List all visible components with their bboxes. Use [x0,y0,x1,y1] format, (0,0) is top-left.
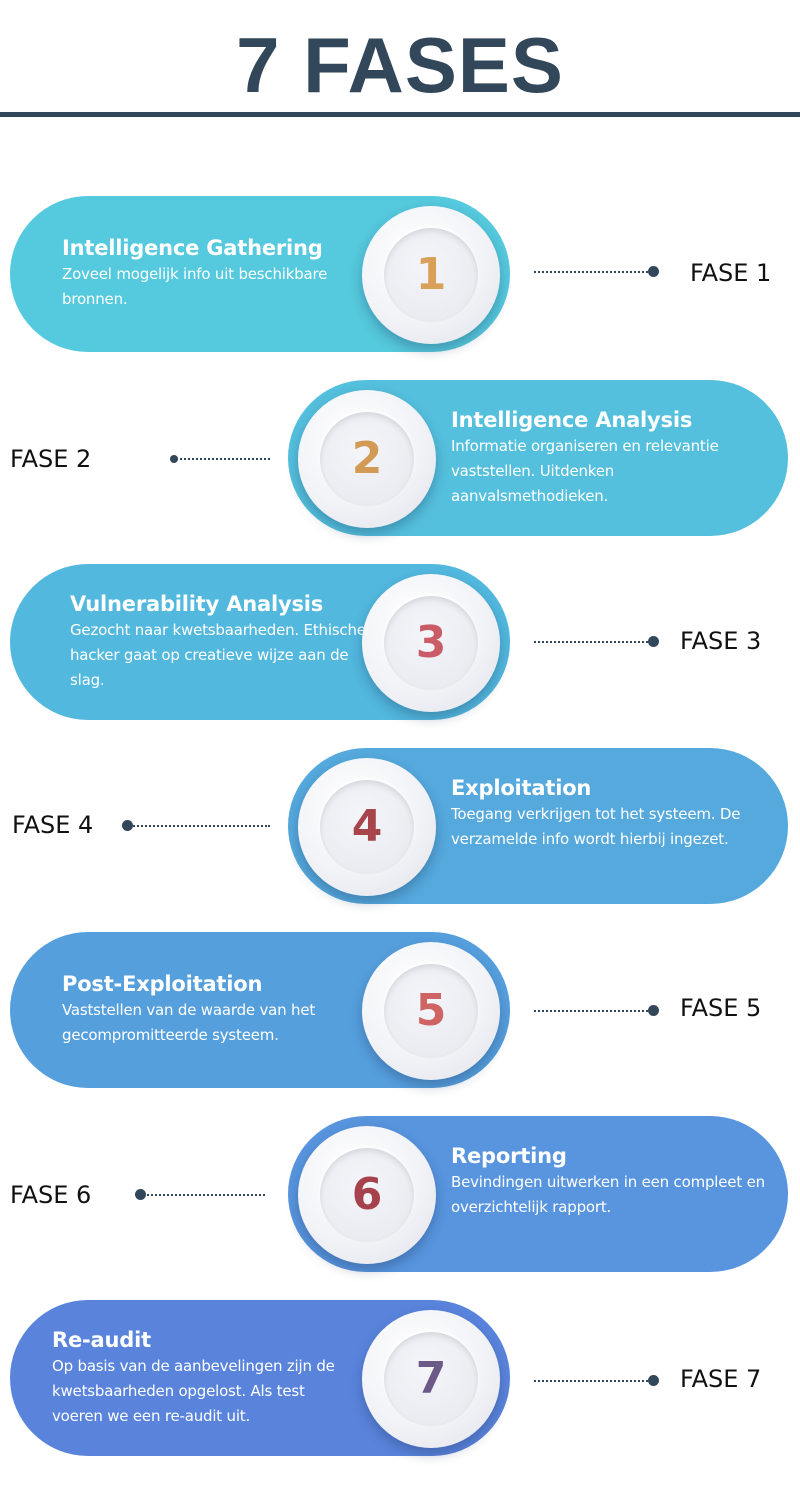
phase-4-connector [130,825,270,827]
phase-1-connector [534,271,652,273]
phase-2-number-disc: 2 [298,390,436,528]
phase-7-connector-dot [648,1375,659,1386]
phase-3-connector-dot [648,636,659,647]
phase-6-number: 6 [351,1169,383,1220]
phase-4: 4 Exploitation Toegang verkrijgen tot he… [0,748,800,904]
phase-3-connector [534,641,652,643]
phase-5-number: 5 [415,985,447,1036]
phase-1-description: Zoveel mogelijk info uit beschikbare bro… [62,265,328,308]
phase-4-number: 4 [351,801,383,852]
phase-2-heading: Intelligence Analysis [451,408,693,432]
phase-7-description: Op basis van de aanbevelingen zijn de kw… [52,1357,335,1425]
phase-6-connector-dot [135,1189,146,1200]
title-divider [0,112,800,117]
phase-6-heading: Reporting [451,1144,567,1168]
phase-7-connector [534,1380,652,1382]
phase-6: 6 Reporting Bevindingen uitwerken in een… [0,1116,800,1272]
phase-5-number-disc: 5 [362,942,500,1080]
phase-1-pill: Intelligence Gathering Zoveel mogelijk i… [10,196,510,352]
phase-4-label: FASE 4 [12,811,94,839]
phase-2-connector [176,458,270,460]
phase-6-pill: 6 Reporting Bevindingen uitwerken in een… [288,1116,788,1272]
phase-2-number: 2 [351,433,383,484]
phase-5-pill: Post-Exploitation Vaststellen van de waa… [10,932,510,1088]
phase-3-number-disc: 3 [362,574,500,712]
phase-6-number-disc: 6 [298,1126,436,1264]
phase-3-heading: Vulnerability Analysis [70,592,324,616]
phase-4-description: Toegang verkrijgen tot het systeem. De v… [451,805,741,848]
phase-2-pill: 2 Intelligence Analysis Informatie organ… [288,380,788,536]
phase-5: Post-Exploitation Vaststellen van de waa… [0,932,800,1088]
phase-7-pill: Re-audit Op basis van de aanbevelingen z… [10,1300,510,1456]
phase-7-number-disc: 7 [362,1310,500,1448]
phase-4-heading: Exploitation [451,776,592,800]
phase-7-heading: Re-audit [52,1328,151,1352]
phase-2-description: Informatie organiseren en relevantie vas… [451,437,719,505]
phase-3-label: FASE 3 [680,627,762,655]
phase-3-description: Gezocht naar kwetsbaarheden. Ethische ha… [70,621,366,689]
page-title: 7 FASES [236,21,564,109]
phase-2-label: FASE 2 [10,445,92,473]
phase-1-number-disc: 1 [362,206,500,344]
phase-5-connector [534,1010,652,1012]
phase-1-number: 1 [415,249,447,300]
phase-1-heading: Intelligence Gathering [62,236,323,260]
phase-6-label: FASE 6 [10,1181,92,1209]
phase-1-connector-dot [648,266,659,277]
phase-1-label: FASE 1 [690,259,772,287]
phase-5-label: FASE 5 [680,994,762,1022]
phase-2-connector-dot [170,455,178,463]
phase-3-number: 3 [415,617,447,668]
phase-4-number-disc: 4 [298,758,436,896]
phase-3: Vulnerability Analysis Gezocht naar kwet… [0,564,800,720]
phase-5-description: Vaststellen van de waarde van het gecomp… [62,1001,316,1044]
phase-4-connector-dot [122,820,133,831]
phase-1: Intelligence Gathering Zoveel mogelijk i… [0,196,800,352]
phase-2: 2 Intelligence Analysis Informatie organ… [0,380,800,536]
phase-6-description: Bevindingen uitwerken in een compleet en… [451,1173,765,1216]
phase-7-label: FASE 7 [680,1365,762,1393]
phase-7: Re-audit Op basis van de aanbevelingen z… [0,1300,800,1456]
phase-5-connector-dot [648,1005,659,1016]
phase-7-number: 7 [415,1353,447,1404]
phase-3-pill: Vulnerability Analysis Gezocht naar kwet… [10,564,510,720]
phase-5-heading: Post-Exploitation [62,972,263,996]
phase-6-connector [143,1194,265,1196]
phase-4-pill: 4 Exploitation Toegang verkrijgen tot he… [288,748,788,904]
